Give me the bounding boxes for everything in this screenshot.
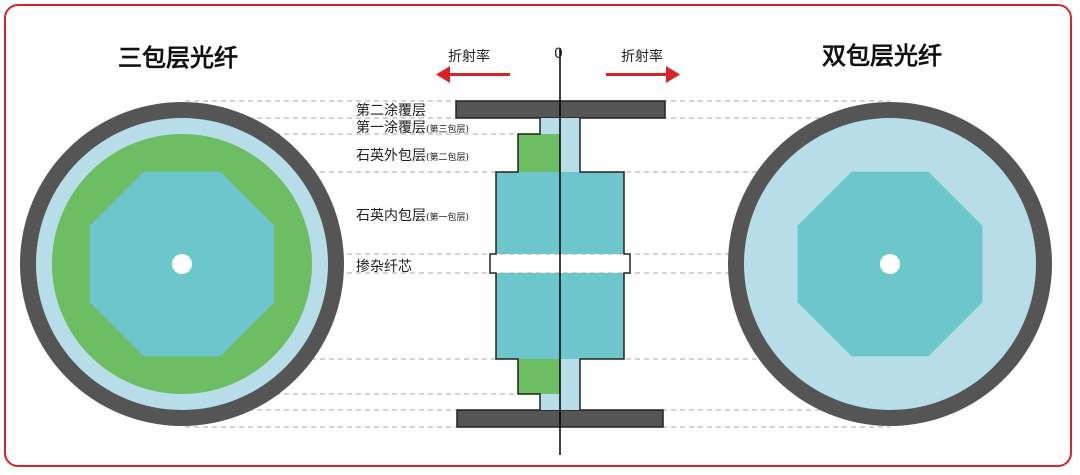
refractive-index-profile [455,48,666,455]
frame-border [4,4,1072,467]
axis-label-right: 折射率 [621,49,663,65]
title-triple-clad: 三包层光纤 [118,44,238,72]
arrows [436,66,680,83]
layer-label: 石英内包层(第一包层) [356,208,470,224]
layer-label: 第二涂覆层 [356,103,426,119]
arrow-right-icon [606,73,668,76]
triple-clad-cross-section [20,102,344,426]
layer-label: 掺杂纤芯 [356,259,412,275]
double-clad-cross-section [728,102,1052,426]
axis-label-left: 折射率 [448,49,490,65]
axis-zero: 0 [554,46,563,62]
layer-label: 第一涂覆层(第三包层) [356,120,470,136]
title-double-clad: 双包层光纤 [822,42,942,70]
arrow-left-icon [448,73,510,76]
layer-label: 石英外包层(第二包层) [356,148,470,164]
